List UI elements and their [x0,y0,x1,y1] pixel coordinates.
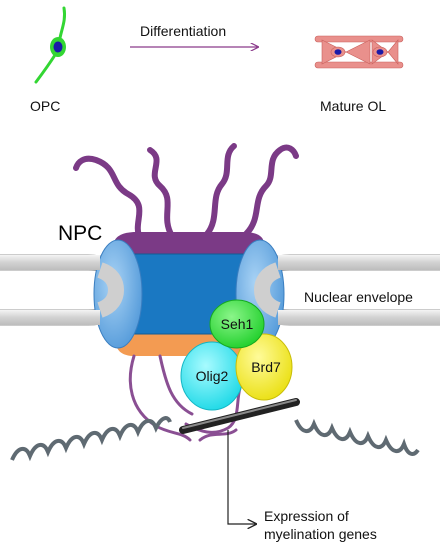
brd7-label: Brd7 [251,359,281,375]
mature-ol-label: Mature OL [320,98,386,114]
ol-nucleus [334,49,342,55]
chromatin-right [294,418,420,456]
opc-cell [34,6,66,84]
npc-label: NPC [58,222,102,245]
expression-label-line2: myelination genes [264,526,377,542]
ol-nucleus [376,49,384,55]
nuclear-envelope-label: Nuclear envelope [304,289,413,305]
olig2-label: Olig2 [196,368,229,384]
brd7-protein: Brd7 [235,333,293,401]
seh1-label: Seh1 [221,316,254,332]
expression-label-line1: Expression of [264,508,349,524]
olig2-protein: Olig2 [180,341,244,411]
cytoplasmic-filaments [73,143,299,241]
chromatin-left [10,416,172,462]
membrane-overlay [0,255,440,325]
gene-rod [179,398,300,434]
mature-ol-cell [314,35,404,69]
expression-arrow [227,430,256,524]
differentiation-label: Differentiation [140,23,226,39]
opc-label: OPC [30,98,60,114]
opc-nucleus [53,41,63,53]
seh1-protein: Seh1 [209,299,265,349]
